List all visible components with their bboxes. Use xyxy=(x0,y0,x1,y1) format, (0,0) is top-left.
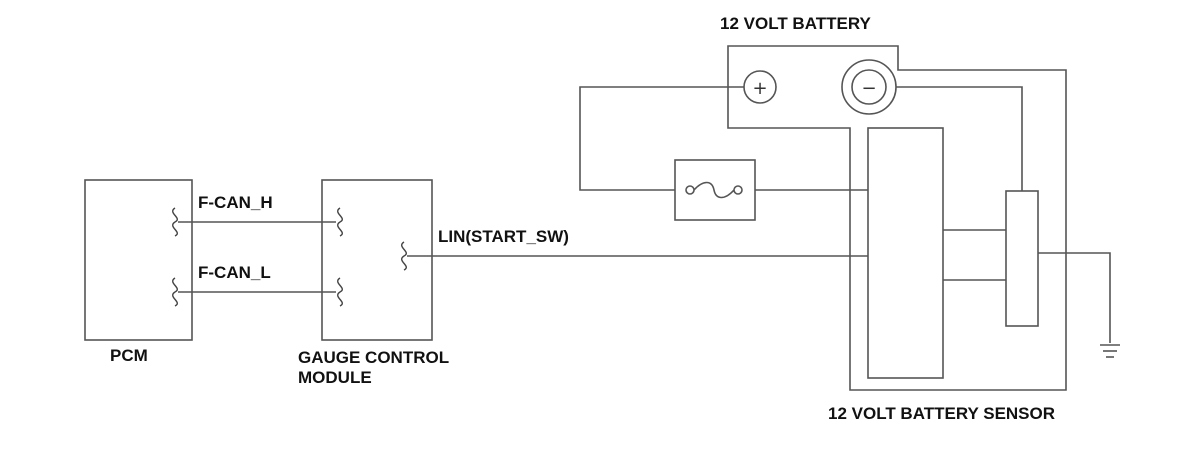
positive-symbol: + xyxy=(752,78,767,99)
pcm-fcan-l-connector xyxy=(172,277,178,307)
pcm-box xyxy=(84,179,193,341)
negative-symbol: − xyxy=(861,78,876,99)
gauge-control-module-label-line1: GAUGE CONTROL xyxy=(298,348,449,367)
pcm-label: PCM xyxy=(110,346,148,365)
lin-start-sw-label: LIN(START_SW) xyxy=(438,227,569,246)
fuse-icon xyxy=(674,159,756,221)
gcm-lin-connector xyxy=(401,241,407,271)
negative-wire xyxy=(896,86,1023,191)
battery-sensor-shunt xyxy=(1005,190,1039,327)
gcm-fcan-l-connector xyxy=(337,277,343,307)
gcm-fcan-h-connector xyxy=(337,207,343,237)
battery-sensor-block xyxy=(867,127,944,379)
positive-wire xyxy=(579,86,744,191)
battery-label: 12 VOLT BATTERY xyxy=(720,14,871,33)
ground-wire xyxy=(1038,252,1111,343)
fcan-l-label: F-CAN_L xyxy=(198,263,271,282)
battery-sensor-label: 12 VOLT BATTERY SENSOR xyxy=(828,404,1055,423)
negative-terminal-inner xyxy=(851,69,887,105)
battery-outline xyxy=(727,45,1067,391)
gauge-control-module-label-line2: MODULE xyxy=(298,368,372,387)
fcan-h-label: F-CAN_H xyxy=(198,193,273,212)
gauge-control-module-box xyxy=(321,179,433,341)
ground-icon xyxy=(1100,344,1120,358)
pcm-fcan-h-connector xyxy=(172,207,178,237)
